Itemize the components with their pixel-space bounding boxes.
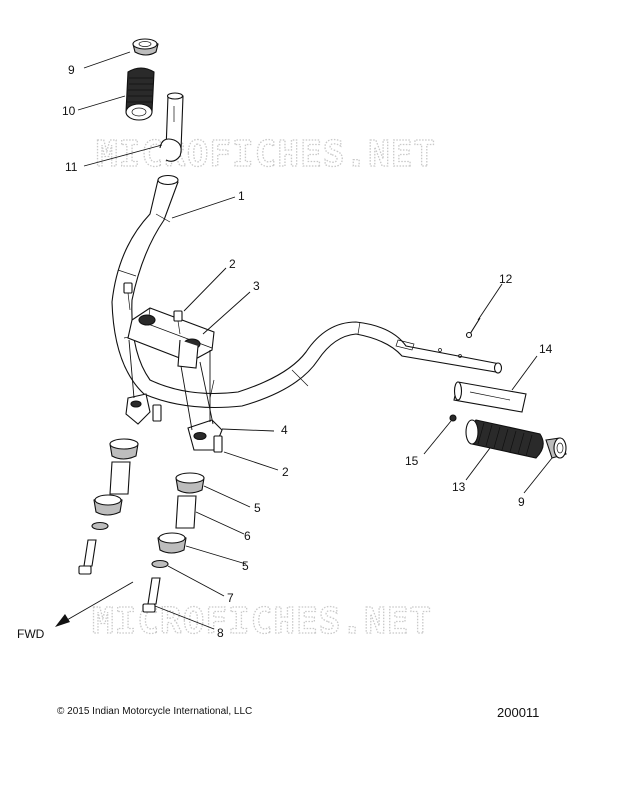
callout-9-right: 9 [518,495,525,509]
riser-right [187,419,223,453]
leader-lines [77,51,553,630]
pin [465,317,481,339]
callout-2-lower: 2 [282,465,289,479]
callout-3: 3 [253,279,260,293]
callout-2-upper: 2 [229,257,236,271]
callout-9-top: 9 [68,63,75,77]
callout-5-upper: 5 [254,501,261,515]
callout-4: 4 [281,423,288,437]
riser-clamp [127,307,215,369]
grip-right [465,419,544,459]
right-bushing-stack [142,472,205,613]
handlebar [111,174,503,409]
clamp-bolts [123,282,183,335]
left-bushing-stack [78,438,139,575]
callout-6: 6 [244,529,251,543]
callout-1: 1 [238,189,245,203]
end-cap-top [132,38,159,56]
callout-15: 15 [405,454,419,468]
diagram-reference-number: 200011 [497,705,540,720]
callout-12: 12 [499,272,513,286]
callout-14: 14 [539,342,553,356]
callout-labels: 9 10 11 1 2 3 12 14 4 15 2 13 9 5 6 5 7 … [62,63,553,640]
grip-top [125,67,155,121]
throttle-sleeve [453,381,527,413]
copyright-notice: © 2015 Indian Motorcycle International, … [57,706,253,717]
fwd-label: FWD [17,627,45,641]
callout-8: 8 [217,626,224,640]
watermark-top: MICROFICHES.NET [96,134,436,175]
callout-10: 10 [62,104,76,118]
callout-7: 7 [227,591,234,605]
end-cap-right [545,437,567,459]
callout-13: 13 [452,480,466,494]
small-nut [449,414,457,422]
callout-11: 11 [65,160,78,174]
fwd-arrow [55,581,134,627]
throttle-tube [159,92,184,162]
riser-left [125,393,162,425]
callout-5-lower: 5 [242,559,249,573]
